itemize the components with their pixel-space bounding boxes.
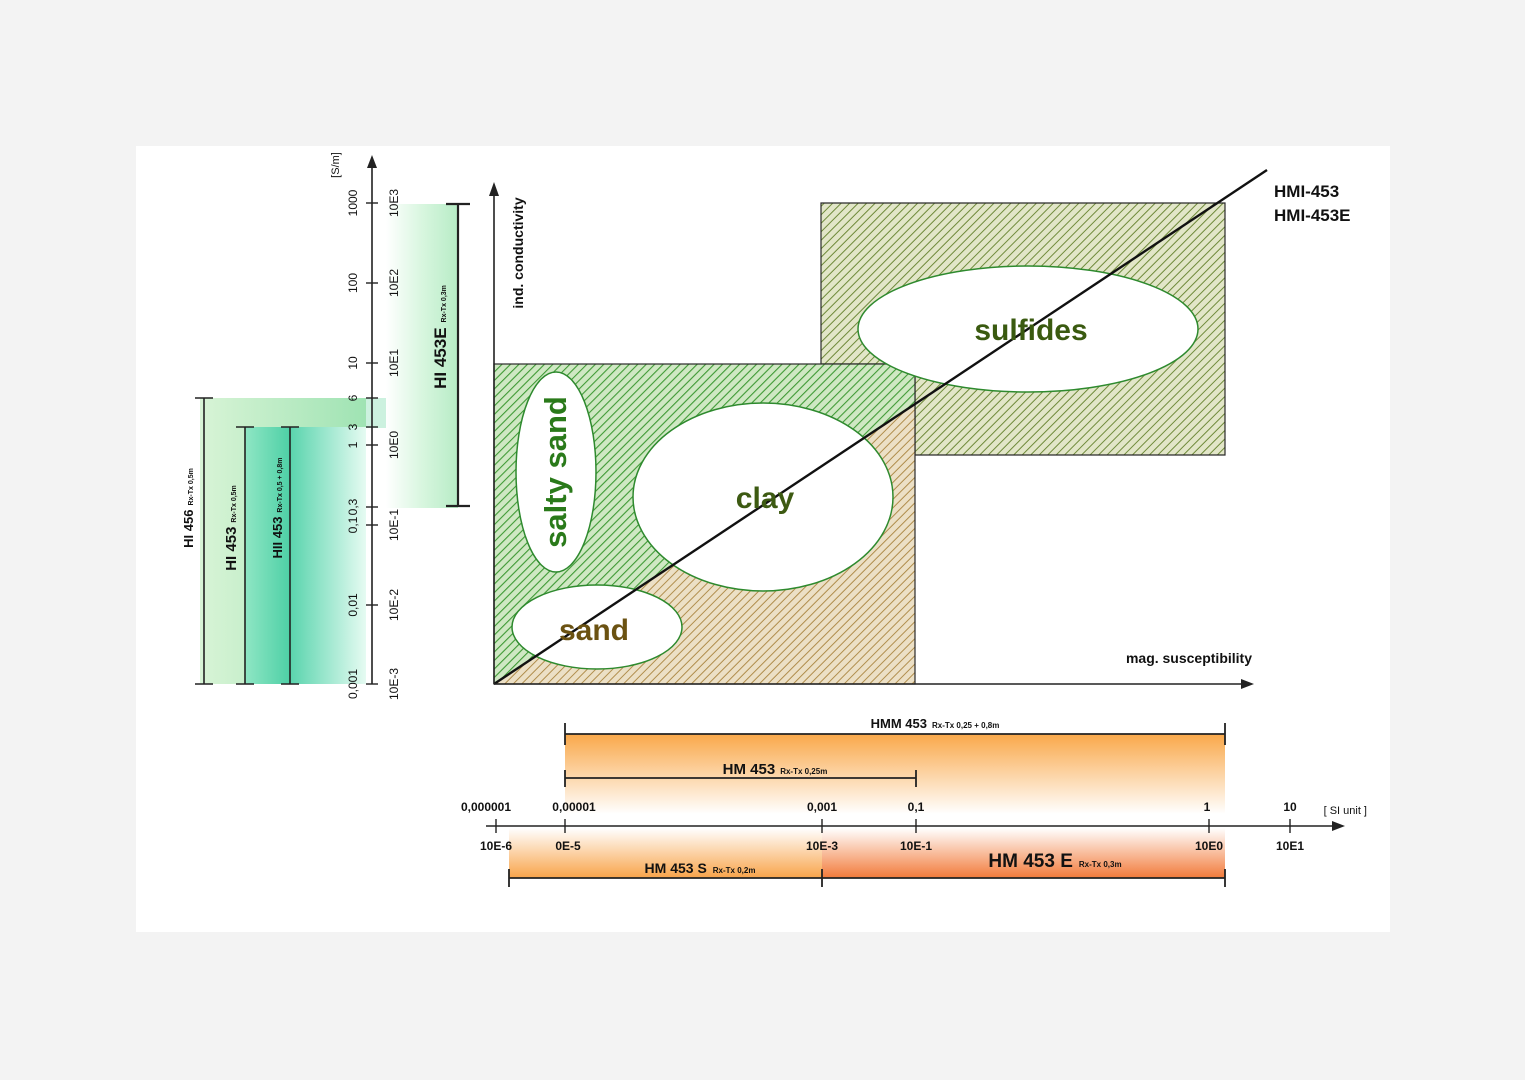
hi453e-range-bar — [386, 204, 458, 508]
vertical-decimal-tick-label: 1 — [346, 441, 360, 448]
vertical-decimal-tick-label: 100 — [346, 273, 360, 293]
hi453e-label: HI 453ERx-Tx 0,3m — [431, 285, 450, 389]
horizontal-exp-tick-label: 0E-5 — [555, 839, 581, 853]
clay-ellipse — [632, 402, 894, 592]
vertical-exp-tick-label: 10E0 — [387, 431, 401, 459]
horizontal-exp-tick-label: 10E-3 — [806, 839, 838, 853]
vertical-axis-arrow — [367, 155, 377, 168]
horizontal-decimal-tick-label: 0,000001 — [461, 800, 511, 814]
x-axis-arrow — [1241, 679, 1254, 689]
hm453s-range-bar — [509, 828, 822, 878]
horizontal-decimal-tick-label: 0,00001 — [552, 800, 596, 814]
vertical-instrument-bars: HI 456Rx-Tx 0,5m HI 453Rx-Tx 0,5m HII 45… — [181, 202, 470, 685]
hii453-label: HII 453Rx-Tx 0,5 + 0,8m — [270, 458, 285, 559]
y-axis-arrow — [489, 182, 499, 196]
vertical-decimal-tick-label: 10 — [346, 356, 360, 370]
vertical-decimal-tick-label: 0,001 — [346, 669, 360, 699]
sand-label: sand — [559, 614, 629, 647]
hmm453-range-bar — [565, 734, 1225, 814]
vertical-exp-tick-label: 10E-3 — [387, 668, 401, 700]
sulfides-label: sulfides — [974, 314, 1087, 347]
x-axis-label: mag. susceptibility — [1126, 650, 1252, 666]
vertical-exp-tick-label: 10E-1 — [387, 509, 401, 541]
horizontal-decimal-tick-label: 1 — [1204, 800, 1211, 814]
hmi453e-label: HMI-453E — [1274, 206, 1351, 225]
main-plot: HMI-453 HMI-453E salty sand clay sand su… — [489, 169, 1351, 689]
hi456-label: HI 456Rx-Tx 0,5m — [181, 468, 196, 548]
salty-sand-ellipse — [515, 371, 597, 573]
horizontal-exp-tick-label: 10E0 — [1195, 839, 1223, 853]
horizontal-exp-tick-label: 10E-1 — [900, 839, 932, 853]
vertical-decimal-tick-label: 0,3 — [346, 498, 360, 515]
vertical-decimal-tick-label: 3 — [346, 423, 360, 430]
hm453e-range-bar — [822, 828, 1225, 878]
salty-sand-label: salty sand — [538, 396, 573, 548]
horizontal-decimal-tick-label: 10 — [1283, 800, 1297, 814]
horizontal-decimal-tick-label: 0,1 — [908, 800, 925, 814]
vertical-exp-tick-label: 10E1 — [387, 349, 401, 377]
horizontal-exp-tick-label: 10E1 — [1276, 839, 1304, 853]
y-axis-label: ind. conductivity — [510, 197, 526, 308]
hii453-range-bar — [245, 427, 290, 684]
hi453-label: HI 453Rx-Tx 0,5m — [223, 485, 240, 571]
hii453-range-fade — [290, 427, 366, 684]
vertical-exp-tick-label: 10E3 — [387, 189, 401, 217]
sand-ellipse — [511, 584, 683, 670]
horizontal-axis-arrow — [1332, 821, 1345, 831]
vertical-decimal-tick-label: 0,01 — [346, 593, 360, 617]
vertical-axis: [S/m] 1000 100 10 6 3 1 0,30,1 0,01 0,001 10E3 10E… — [330, 152, 401, 700]
horizontal-axis-unit: [ SI unit ] — [1324, 805, 1367, 817]
vertical-decimal-tick-label: 0,1 — [346, 516, 360, 533]
clay-label: clay — [736, 482, 795, 515]
horizontal-axis: [ SI unit ] 0,000001 0,00001 0,001 0,1 1 10 10… — [461, 800, 1367, 853]
vertical-decimal-tick-label: 6 — [346, 394, 360, 401]
horizontal-exp-tick-label: 10E-6 — [480, 839, 512, 853]
vertical-exp-tick-label: 10E2 — [387, 269, 401, 297]
vertical-decimal-tick-label: 1000 — [346, 189, 360, 216]
hmi453-label: HMI-453 — [1274, 182, 1339, 201]
vertical-axis-unit: [S/m] — [330, 152, 342, 178]
hmi-diagonal-line — [493, 169, 1268, 685]
horizontal-decimal-tick-label: 0,001 — [807, 800, 837, 814]
vertical-exp-tick-label: 10E-2 — [387, 589, 401, 621]
